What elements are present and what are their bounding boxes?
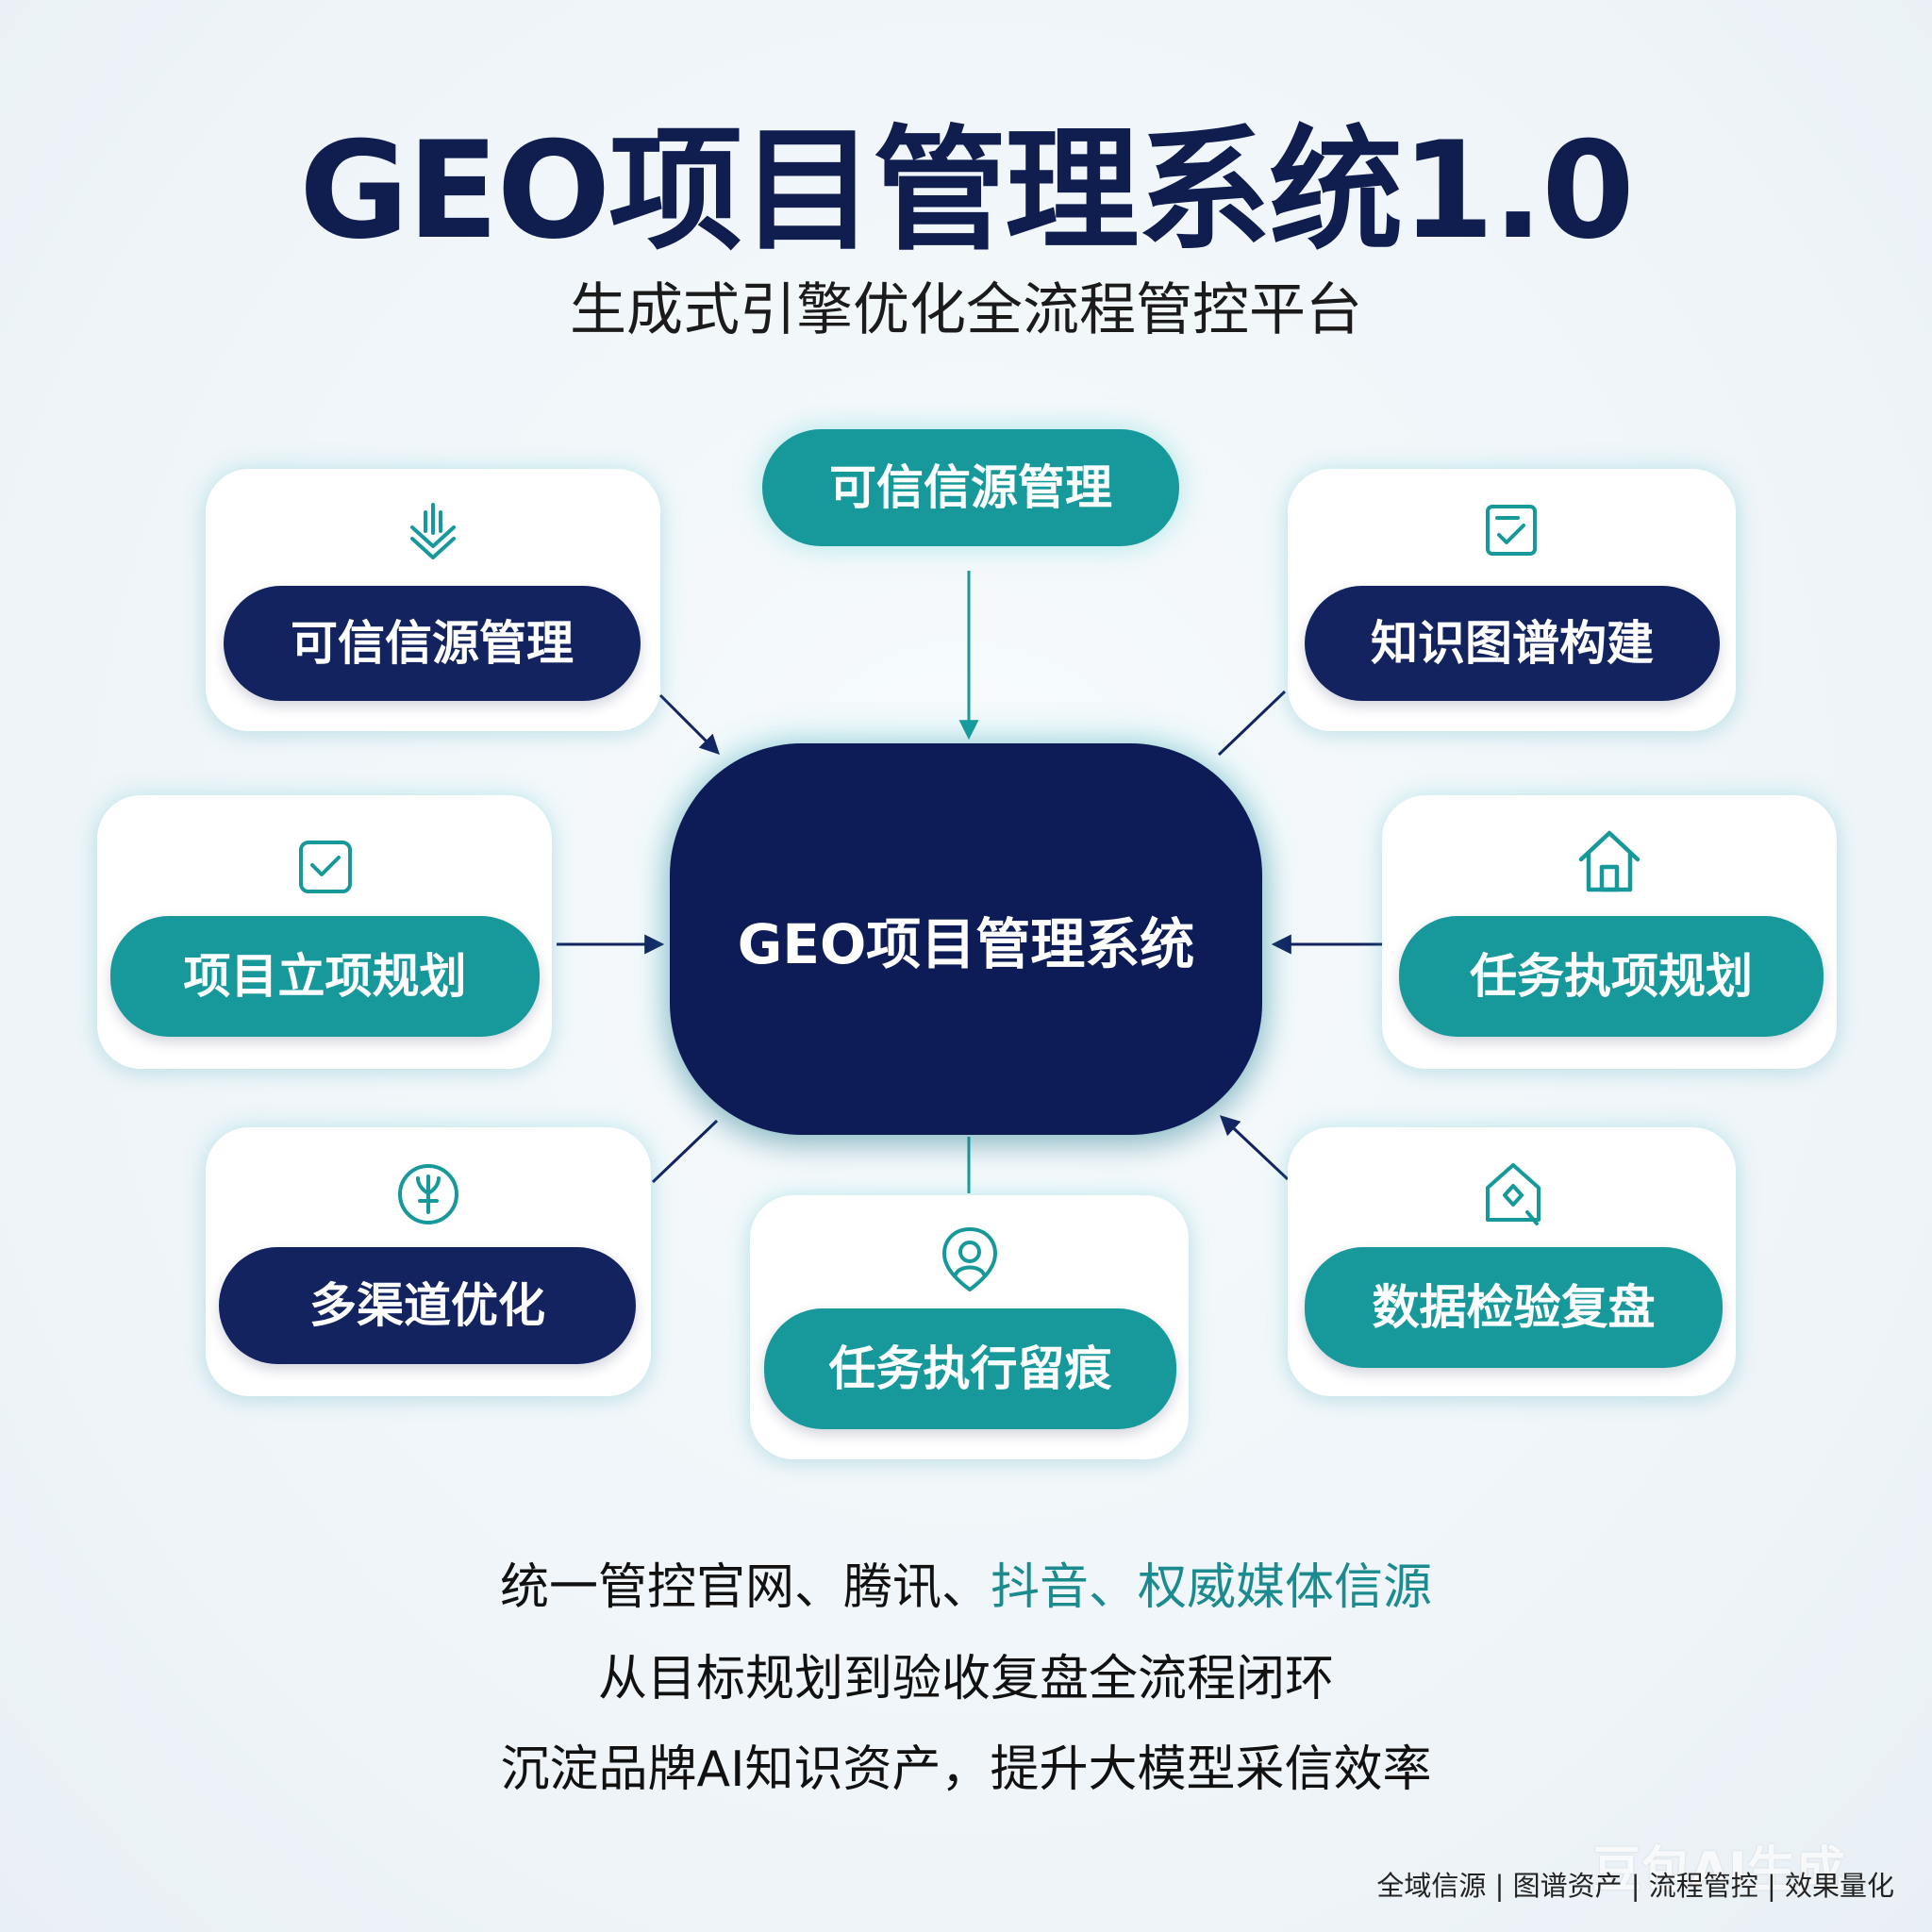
node-card-bottom-center[interactable]: 任务执行留痕 — [750, 1195, 1189, 1459]
center-node[interactable]: GEO项目管理系统 — [670, 743, 1262, 1135]
node-pill-bottom-left: 多渠道优化 — [219, 1247, 636, 1364]
clipboard-check-icon — [293, 833, 358, 897]
node-pill-bottom-right: 数据检验复盘 — [1305, 1247, 1723, 1368]
tagline-1-part1: 统一管控官网、腾讯、 — [499, 1559, 991, 1616]
node-card-top-right[interactable]: 知识图谱构建 — [1288, 469, 1736, 731]
connector-top-right — [1217, 690, 1287, 757]
node-pill-middle-left: 项目立项规划 — [110, 916, 540, 1037]
node-card-bottom-left[interactable]: 多渠道优化 — [206, 1127, 651, 1396]
page-subtitle: 生成式引擎优化全流程管控平台 — [570, 277, 1362, 343]
home-search-icon — [1480, 1158, 1546, 1227]
node-card-middle-right[interactable]: 任务执项规划 — [1382, 795, 1837, 1069]
connector-top-left — [658, 693, 720, 755]
sprout-icon — [395, 1161, 461, 1227]
node-card-bottom-right[interactable]: 数据检验复盘 — [1288, 1127, 1736, 1396]
connector-bottom-right — [1219, 1115, 1290, 1181]
home-icon — [1574, 825, 1645, 897]
node-card-top-left[interactable]: 可信信源管理 — [206, 469, 660, 731]
node-pill-bottom-center: 任务执行留痕 — [764, 1308, 1176, 1429]
tagline-3: 沉淀品牌AI知识资产，提升大模型采信效率 — [500, 1741, 1432, 1798]
footer-tags: 全域信源 | 图谱资产 | 流程管控 | 效果量化 — [1376, 1870, 1894, 1902]
node-pill-top-right: 知识图谱构建 — [1305, 586, 1720, 701]
tagline-1-part2: 抖音、权威媒体信源 — [991, 1559, 1433, 1616]
download-layers-icon — [405, 499, 461, 565]
watermark: 豆包AI生成 — [1592, 1842, 1845, 1899]
checklist-icon — [1480, 499, 1542, 561]
tagline-2: 从目标规划到验收复盘全流程闭环 — [597, 1651, 1334, 1707]
node-pill-middle-right: 任务执项规划 — [1399, 916, 1824, 1037]
page-title: GEO项目管理系统1.0 — [299, 113, 1635, 269]
node-card-middle-left[interactable]: 项目立项规划 — [97, 795, 552, 1069]
node-pill-top-left: 可信信源管理 — [224, 586, 641, 701]
tagline-1: 统一管控官网、腾讯、抖音、权威媒体信源 — [0, 1559, 1932, 1616]
location-user-icon — [937, 1224, 1003, 1295]
top-node-pill[interactable]: 可信信源管理 — [762, 429, 1179, 546]
connector-bottom-left — [651, 1119, 719, 1184]
